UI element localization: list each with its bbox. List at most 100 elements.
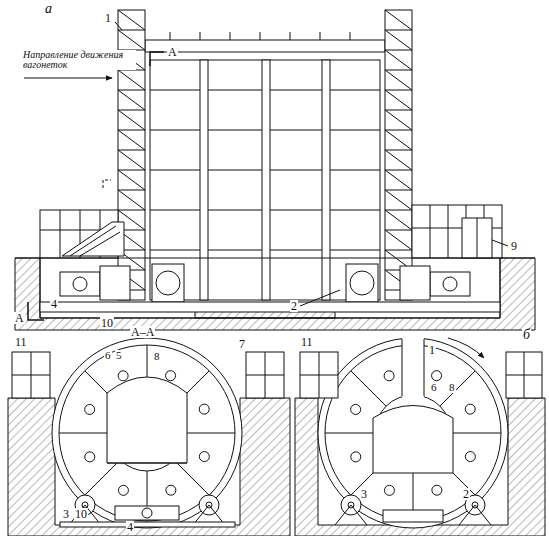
tower-lattice bbox=[118, 170, 145, 190]
drum-hole bbox=[85, 404, 95, 414]
base-frame-10 bbox=[40, 302, 500, 312]
callout-number: 1 bbox=[104, 12, 112, 24]
leader-line bbox=[492, 240, 508, 246]
beam-post bbox=[350, 32, 351, 40]
tower-rung bbox=[385, 70, 412, 71]
drive-4 bbox=[115, 506, 179, 520]
callout-number: 8 bbox=[448, 382, 456, 393]
drive-unit bbox=[383, 510, 443, 522]
grating-bar bbox=[300, 375, 338, 376]
drive-roller-2 bbox=[152, 264, 184, 302]
top-beam bbox=[145, 40, 385, 52]
callout-number: 7 bbox=[238, 338, 246, 350]
gearbox bbox=[400, 266, 430, 300]
tower-rung bbox=[118, 110, 145, 111]
drum-spoke bbox=[174, 460, 209, 495]
callout-number: 11 bbox=[300, 336, 314, 348]
drive-roller-2 bbox=[346, 264, 378, 302]
drum-hole bbox=[465, 452, 475, 462]
roller-wheel bbox=[156, 271, 180, 295]
callout-number: 6 bbox=[430, 382, 438, 393]
beam-post bbox=[230, 32, 231, 40]
door-line bbox=[477, 218, 478, 258]
roller-support bbox=[459, 505, 491, 525]
motor-end bbox=[73, 277, 87, 291]
mine-car-profile bbox=[373, 406, 453, 474]
drum-hole bbox=[351, 452, 361, 462]
tower-lattice bbox=[118, 130, 145, 150]
drum-ring-inner bbox=[59, 345, 235, 521]
rotation-arrow bbox=[448, 338, 484, 358]
railing-post bbox=[60, 210, 61, 258]
grating-bar bbox=[12, 375, 50, 376]
drum-ring bbox=[262, 60, 270, 300]
platform-railing bbox=[412, 205, 502, 258]
callout-number: 4 bbox=[126, 521, 134, 533]
drum-spoke bbox=[85, 460, 120, 495]
drum-hole bbox=[432, 485, 442, 495]
drum-hole bbox=[384, 371, 394, 381]
tower-lattice bbox=[385, 110, 412, 130]
tower-lattice bbox=[385, 170, 412, 190]
tower-lattice bbox=[118, 70, 145, 90]
drum-hole bbox=[465, 404, 475, 414]
drum-spoke bbox=[451, 433, 501, 434]
view-letter: б bbox=[522, 328, 531, 342]
callout-number: 10 bbox=[100, 317, 114, 329]
callout-number: 6 bbox=[104, 350, 112, 361]
drum-ring bbox=[200, 60, 208, 300]
tower-rung bbox=[385, 90, 412, 91]
tower-rung bbox=[385, 230, 412, 231]
tower-lattice bbox=[118, 190, 145, 210]
tower-rung bbox=[385, 210, 412, 211]
mine-car-profile bbox=[107, 377, 187, 463]
motor-4 bbox=[60, 272, 100, 296]
direction-arrow bbox=[24, 78, 112, 79]
callout-number: 9 bbox=[510, 240, 518, 252]
slot-gap bbox=[402, 337, 424, 397]
callout-number: 1 bbox=[428, 344, 436, 356]
slot-edge bbox=[402, 339, 403, 396]
tower-rung bbox=[385, 170, 412, 171]
roller-wheel bbox=[350, 271, 374, 295]
tower-lattice bbox=[118, 30, 145, 50]
beam-post bbox=[200, 32, 201, 40]
base-frame-10 bbox=[60, 522, 235, 527]
tower-rung bbox=[118, 130, 145, 131]
tower-lattice bbox=[385, 10, 412, 30]
view-bracket bbox=[103, 180, 111, 188]
beam-post bbox=[260, 32, 261, 40]
tower-rung bbox=[385, 130, 412, 131]
callout-number: 8 bbox=[153, 351, 161, 362]
drum-hole bbox=[118, 371, 128, 381]
tower-lattice bbox=[118, 90, 145, 110]
grating-bar bbox=[506, 375, 542, 376]
tower-rung bbox=[118, 210, 145, 211]
tower-rung bbox=[385, 190, 412, 191]
leader-line bbox=[300, 290, 340, 306]
tower-lattice bbox=[118, 150, 145, 170]
callout-number: 2 bbox=[462, 488, 470, 500]
tower-rung bbox=[118, 90, 145, 91]
view-letter: а bbox=[44, 2, 53, 16]
drum-hole bbox=[118, 485, 128, 495]
grating-11 bbox=[12, 352, 50, 398]
drum-hole bbox=[432, 371, 442, 381]
drum-ring-outer bbox=[52, 338, 242, 528]
car-rail bbox=[107, 463, 187, 464]
tower-rung bbox=[385, 50, 412, 51]
drum-spoke bbox=[59, 433, 109, 434]
platform-door bbox=[462, 218, 492, 258]
tower-rung bbox=[118, 150, 145, 151]
callout-number: 4 bbox=[50, 298, 58, 310]
frame-tower bbox=[385, 10, 412, 300]
drum-hole bbox=[199, 452, 209, 462]
tower-lattice bbox=[385, 150, 412, 170]
tower-lattice bbox=[385, 50, 412, 70]
drum-spoke bbox=[185, 433, 235, 434]
tower-lattice bbox=[385, 30, 412, 50]
tower-lattice bbox=[385, 190, 412, 210]
drum-hole bbox=[384, 485, 394, 495]
